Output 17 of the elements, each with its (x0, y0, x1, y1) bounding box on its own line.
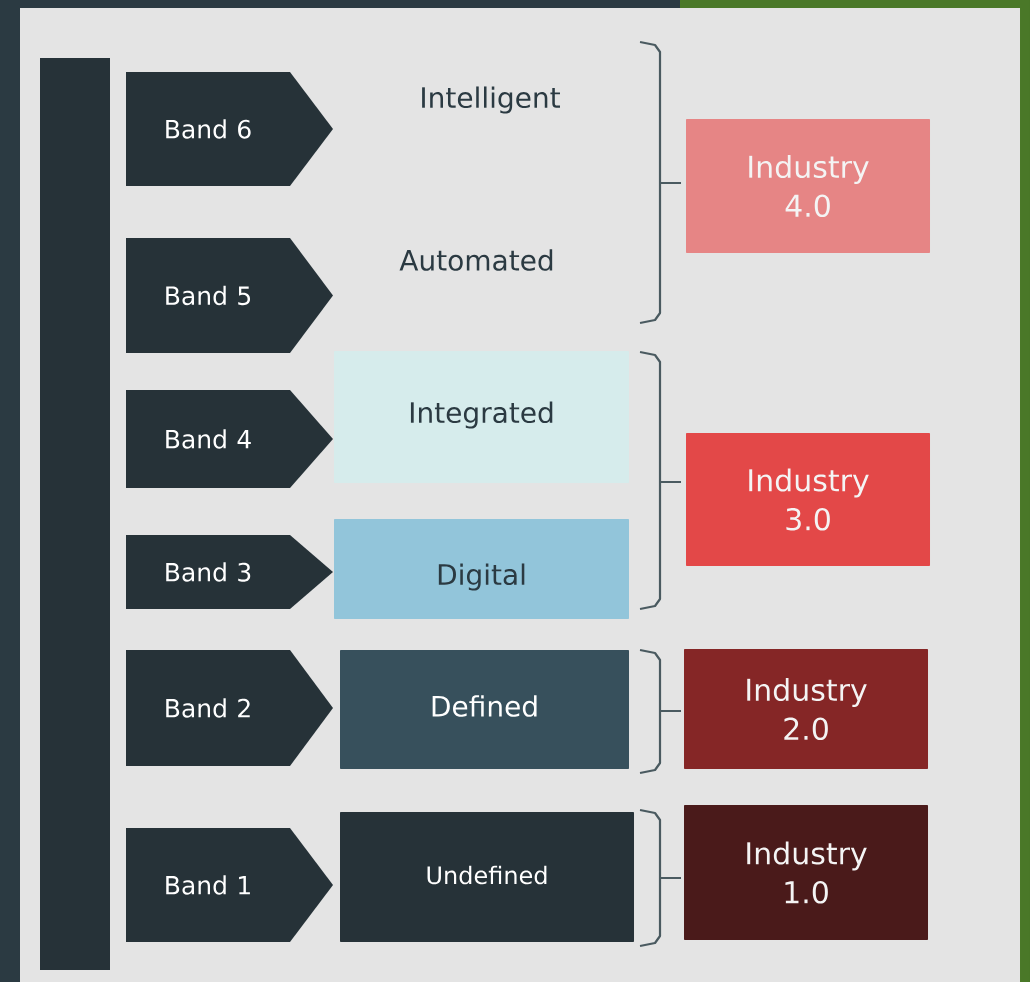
level-label: Intelligent (422, 86, 560, 114)
level-box: Digital (334, 519, 629, 619)
industry-box: Industry 2.0 (684, 649, 928, 769)
band-tag: Band 4 (126, 390, 333, 488)
industry-box: Industry 1.0 (684, 805, 928, 940)
level-box: Defined (340, 650, 629, 769)
industry-box: Industry 4.0 (686, 119, 930, 253)
vertical-bar (40, 58, 110, 970)
level-box: Integrated (334, 351, 629, 483)
band-tag: Band 5 (126, 238, 333, 353)
band-tag: Band 3 (126, 535, 333, 609)
level-label: Automated (399, 249, 553, 271)
band-tag: Band 2 (126, 650, 333, 766)
band-tag: Band 6 (126, 72, 333, 186)
level-box: Undefined (340, 812, 634, 942)
band-tag: Band 1 (126, 828, 333, 942)
industry-box: Industry 3.0 (686, 433, 930, 566)
